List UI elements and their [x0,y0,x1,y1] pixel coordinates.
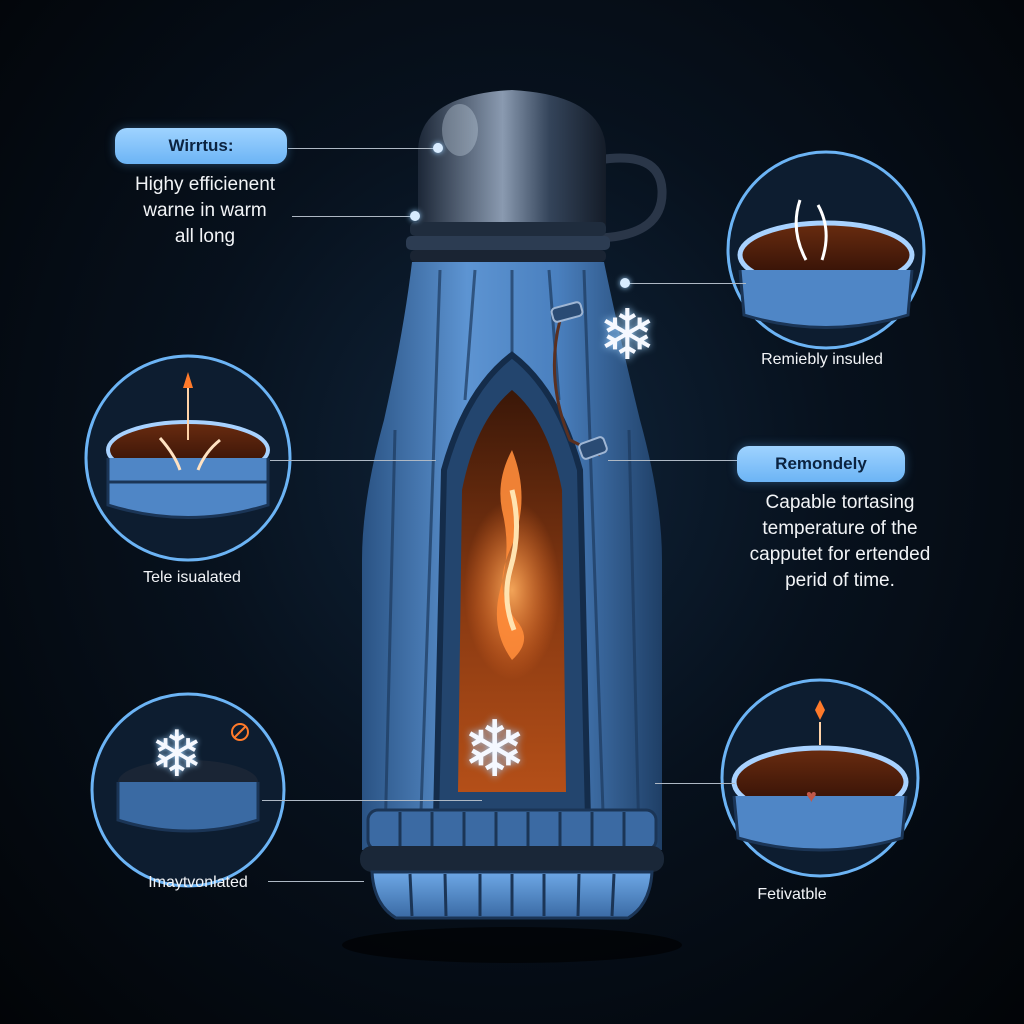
feature-text-right-top: Remiebly insuled [761,351,883,368]
feature-text-right: Capable tortasing temperature of the cap… [749,492,931,591]
feature-text-right-bottom: Fetivatble [757,886,827,903]
connector-line [268,881,364,882]
connector-dot [433,143,443,153]
connector-line [292,216,414,217]
connector-line [628,283,746,284]
feature-pill-top-left: Wirrtus: [115,128,287,164]
connector-line [270,460,436,461]
feature-pill-right: Remondely [737,446,905,482]
connector-line [608,460,738,461]
feature-text-left-mid: Tele isualated [143,569,241,586]
snowflake-icon: ❄ [598,296,657,374]
connector-line [288,148,438,149]
connector-dot [410,211,420,221]
connector-line [262,800,482,801]
snowflake-icon: ❄ [150,718,204,790]
connector-dot [620,278,630,288]
feature-text-left-bottom: Imaytvonlated [148,874,248,891]
snowflake-icon: ❄ [462,705,528,793]
flame-icon [482,440,542,670]
heart-icon: ♥ [806,786,817,806]
feature-text-top-left: Highy efficienent warne in warm all long [134,174,276,247]
connector-line [655,783,735,784]
